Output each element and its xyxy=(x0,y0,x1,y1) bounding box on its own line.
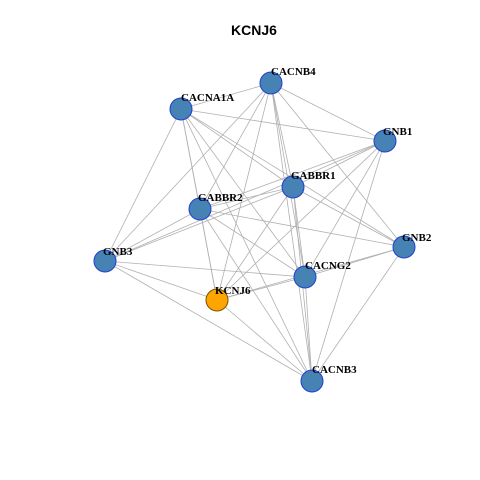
node-label-cacnb3: CACNB3 xyxy=(312,364,357,376)
node-circle-gnb2 xyxy=(392,235,416,259)
node-cacnb4: CACNB4 xyxy=(259,66,316,95)
node-circle-gnb1 xyxy=(373,129,397,153)
edge-cacnb4-gnb1 xyxy=(270,82,386,142)
node-circle-kcnj6 xyxy=(205,288,229,312)
edge-cacna1a-gabbr1 xyxy=(180,108,294,188)
node-label-gnb3: GNB3 xyxy=(103,246,133,258)
node-label-gabbr2: GABBR2 xyxy=(198,192,243,204)
node-circle-cacnb4 xyxy=(259,71,283,95)
edge-cacnb4-gabbr2 xyxy=(199,82,272,210)
node-circle-cacng2 xyxy=(293,265,317,289)
edge-gabbr2-kcnj6 xyxy=(199,208,218,301)
node-circle-gabbr2 xyxy=(188,197,212,221)
edge-gabbr1-kcnj6 xyxy=(216,186,294,301)
edge-cacnb4-gnb3 xyxy=(104,82,272,262)
diagram-title: KCNJ6 xyxy=(231,22,277,38)
edge-gnb2-cacnb3 xyxy=(311,246,405,382)
node-label-cacnb4: CACNB4 xyxy=(271,66,316,78)
edge-gnb1-cacng2 xyxy=(304,140,386,278)
node-gnb2: GNB2 xyxy=(392,232,432,259)
node-cacna1a: CACNA1A xyxy=(169,92,234,121)
edge-cacna1a-gabbr2 xyxy=(180,108,201,210)
edge-cacng2-kcnj6 xyxy=(216,276,306,301)
node-label-cacng2: CACNG2 xyxy=(305,260,351,272)
node-circle-cacnb3 xyxy=(300,369,324,393)
node-gnb1: GNB1 xyxy=(373,126,412,153)
edge-layer xyxy=(104,82,405,382)
edge-gabbr2-cacng2 xyxy=(199,208,306,278)
node-label-gnb1: GNB1 xyxy=(383,126,412,138)
node-circle-cacna1a xyxy=(169,97,193,121)
node-cacng2: CACNG2 xyxy=(293,260,351,289)
node-cacnb3: CACNB3 xyxy=(300,364,357,393)
edge-cacna1a-cacnb3 xyxy=(180,108,313,382)
node-gabbr1: GABBR1 xyxy=(281,170,336,199)
node-circle-gabbr1 xyxy=(281,175,305,199)
node-gnb3: GNB3 xyxy=(93,246,133,273)
edge-cacnb4-cacnb3 xyxy=(270,82,313,382)
edge-gabbr2-gnb3 xyxy=(104,208,201,262)
node-label-gabbr1: GABBR1 xyxy=(291,170,336,182)
edge-gnb1-kcnj6 xyxy=(216,140,386,301)
edge-kcnj6-cacnb3 xyxy=(216,299,313,382)
edge-gabbr2-cacnb3 xyxy=(199,208,313,382)
node-label-cacna1a: CACNA1A xyxy=(181,92,234,104)
edge-gnb1-gnb3 xyxy=(104,140,386,262)
edge-gabbr1-gnb3 xyxy=(104,186,294,262)
edge-gabbr1-cacng2 xyxy=(292,186,306,278)
edge-cacna1a-gnb1 xyxy=(180,108,386,142)
edge-gnb3-cacng2 xyxy=(104,260,306,278)
edge-cacnb4-cacna1a xyxy=(180,82,272,110)
edge-gnb1-cacnb3 xyxy=(311,140,386,382)
edge-gabbr2-gnb2 xyxy=(199,208,405,248)
node-label-kcnj6: KCNJ6 xyxy=(215,285,251,297)
edge-gnb1-gabbr1 xyxy=(292,140,386,188)
edge-gabbr1-gnb2 xyxy=(292,186,405,248)
edge-cacnb4-gabbr1 xyxy=(270,82,294,188)
edge-cacna1a-gnb3 xyxy=(104,108,182,262)
edge-gnb3-cacnb3 xyxy=(104,260,313,382)
node-label-gnb2: GNB2 xyxy=(402,232,432,244)
node-circle-gnb3 xyxy=(93,249,117,273)
edge-gnb3-kcnj6 xyxy=(104,260,218,301)
node-gabbr2: GABBR2 xyxy=(188,192,243,221)
edge-cacnb4-kcnj6 xyxy=(216,82,272,301)
node-kcnj6: KCNJ6 xyxy=(205,285,251,312)
edge-gnb1-gabbr2 xyxy=(199,140,386,210)
edge-gabbr1-gabbr2 xyxy=(199,186,294,210)
edge-cacng2-cacnb3 xyxy=(304,276,313,382)
